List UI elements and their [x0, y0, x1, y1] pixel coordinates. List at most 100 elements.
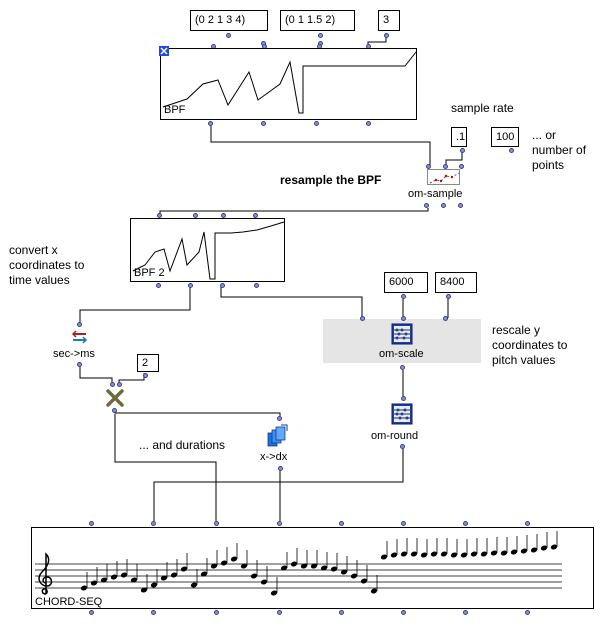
outlet[interactable]	[424, 203, 429, 208]
inlet[interactable]	[443, 316, 448, 321]
note-head	[140, 587, 148, 593]
om-round-label: om-round	[371, 430, 419, 442]
inlet[interactable]	[318, 33, 323, 38]
om-round-abacus-icon[interactable]	[391, 403, 413, 425]
inlet[interactable]	[277, 416, 282, 421]
note-head	[520, 548, 528, 554]
outlet[interactable]	[278, 466, 283, 471]
note-head	[270, 590, 278, 596]
outlet[interactable]	[77, 362, 82, 367]
inlet[interactable]	[151, 521, 156, 526]
outlet[interactable]	[214, 610, 219, 615]
note-head	[360, 578, 368, 584]
factor-input[interactable]: 2	[137, 354, 159, 372]
note-head	[380, 554, 388, 560]
outlet[interactable]	[509, 148, 514, 153]
outlet[interactable]	[400, 444, 405, 449]
inlet[interactable]	[401, 521, 406, 526]
outlet[interactable]	[277, 610, 282, 615]
note-head	[110, 574, 118, 580]
inlet[interactable]	[463, 521, 468, 526]
outlet[interactable]	[220, 283, 225, 288]
note-head	[180, 566, 188, 572]
max-input[interactable]: 8400	[435, 272, 477, 293]
rescale-comment-2: coordinates to	[492, 338, 568, 352]
chord-seq-editor[interactable]: CHORD-SEQ	[31, 527, 594, 609]
inlet[interactable]	[193, 213, 198, 218]
inlet[interactable]	[277, 521, 282, 526]
outlet[interactable]	[339, 610, 344, 615]
om-scale-abacus-icon[interactable]	[391, 323, 413, 345]
inlet[interactable]	[339, 521, 344, 526]
note-head	[540, 545, 548, 551]
inlet[interactable]	[117, 382, 122, 387]
or-comment-1: ... or	[532, 128, 557, 142]
outlet[interactable]	[460, 148, 465, 153]
min-input[interactable]: 6000	[384, 272, 428, 293]
outlet[interactable]	[401, 610, 406, 615]
bpf-editor[interactable]: BPF	[160, 48, 417, 120]
x-mark-icon[interactable]	[159, 46, 169, 56]
note-head	[220, 560, 228, 566]
resample-icon[interactable]	[427, 169, 460, 185]
outlet[interactable]	[208, 121, 213, 126]
om-sample-label: om-sample	[408, 188, 463, 200]
note-head	[150, 582, 158, 588]
outlet[interactable]	[463, 610, 468, 615]
note-head	[200, 571, 208, 577]
inlet[interactable]	[214, 521, 219, 526]
bpf2-editor[interactable]: BPF 2	[130, 218, 285, 282]
note-head	[440, 551, 448, 557]
outlet[interactable]	[366, 121, 371, 126]
rate-input[interactable]: .1	[451, 127, 467, 147]
outlet[interactable]	[188, 283, 193, 288]
outlet[interactable]	[143, 373, 148, 378]
outlet[interactable]	[441, 203, 446, 208]
inlet[interactable]	[253, 213, 258, 218]
sec-to-ms-icon[interactable]	[71, 330, 89, 344]
note-head	[90, 580, 98, 586]
outlet[interactable]	[156, 283, 161, 288]
inlet[interactable]	[459, 164, 464, 169]
inlet[interactable]	[110, 382, 115, 387]
note-head	[320, 565, 328, 571]
outlet[interactable]	[525, 610, 530, 615]
inlet[interactable]	[426, 164, 431, 169]
outlet[interactable]	[401, 294, 406, 299]
bpf2-curve	[132, 221, 285, 280]
bpf2-label: BPF 2	[134, 267, 165, 279]
note-head	[410, 551, 418, 557]
number-input-3[interactable]: 3	[378, 10, 400, 31]
inlet[interactable]	[89, 521, 94, 526]
outlet[interactable]	[446, 294, 451, 299]
outlet[interactable]	[458, 203, 463, 208]
outlet[interactable]	[254, 283, 259, 288]
multiply-cross-icon[interactable]	[106, 389, 124, 407]
list-input-2[interactable]: (0 1 1.5 2)	[280, 10, 355, 31]
note-head	[290, 561, 298, 567]
inlet[interactable]	[525, 521, 530, 526]
inlet[interactable]	[77, 322, 82, 327]
x-to-dx-icon[interactable]	[266, 424, 290, 448]
inlet[interactable]	[221, 213, 226, 218]
note-head	[230, 556, 238, 562]
note-head	[190, 582, 198, 588]
inlet[interactable]	[226, 33, 231, 38]
inlet[interactable]	[401, 316, 406, 321]
outlet[interactable]	[112, 408, 117, 413]
outlet[interactable]	[384, 33, 389, 38]
note-head	[500, 550, 508, 556]
outlet[interactable]	[89, 610, 94, 615]
outlet[interactable]	[400, 365, 405, 370]
list-input-1[interactable]: (0 2 1 3 4)	[190, 10, 268, 31]
inlet[interactable]	[157, 213, 162, 218]
inlet[interactable]	[360, 316, 365, 321]
points-input[interactable]: 100	[491, 127, 519, 147]
inlet[interactable]	[443, 164, 448, 169]
outlet[interactable]	[151, 610, 156, 615]
note-head	[350, 573, 358, 579]
outlet[interactable]	[314, 121, 319, 126]
note-head	[490, 550, 498, 556]
outlet[interactable]	[261, 121, 266, 126]
inlet[interactable]	[401, 396, 406, 401]
